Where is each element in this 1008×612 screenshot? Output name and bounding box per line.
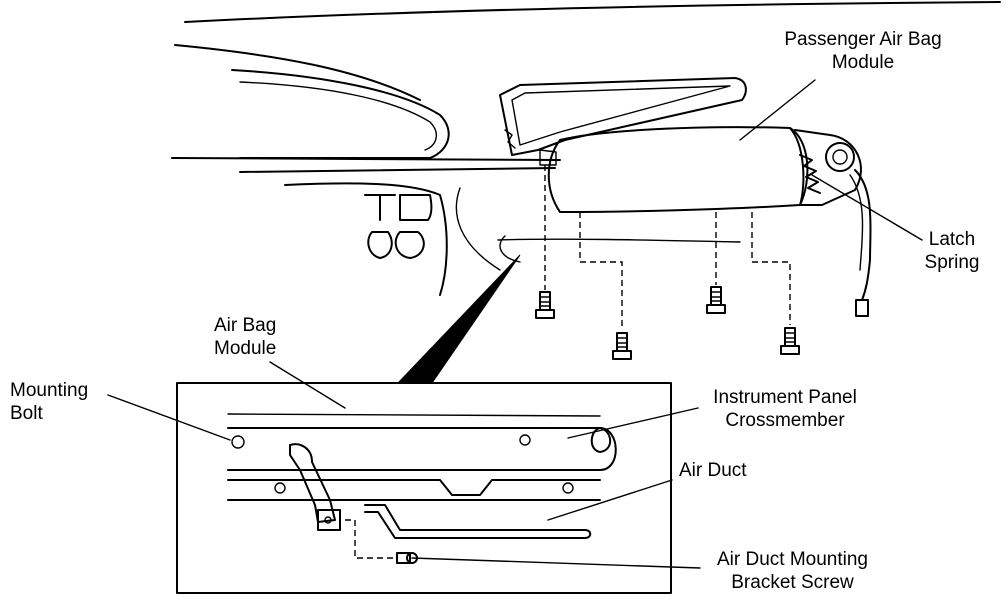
bolt-2 bbox=[612, 332, 632, 360]
fastener-line-2 bbox=[579, 212, 623, 330]
passenger-airbag-module-body bbox=[547, 126, 809, 213]
vent-outline-top bbox=[364, 194, 433, 221]
label-air-duct-mounting-bracket-screw-line1: Air Duct Mounting bbox=[716, 549, 868, 570]
label-air-duct-mounting-bracket-screw-line2: Bracket Screw bbox=[731, 572, 854, 593]
dash-defroster-inner bbox=[239, 81, 437, 151]
dash-contour-curve bbox=[455, 187, 501, 271]
dash-face-line bbox=[171, 157, 561, 161]
leader-screw bbox=[411, 557, 701, 569]
inset-rail-bolt-1 bbox=[274, 482, 286, 494]
wiring-harness-b bbox=[849, 174, 864, 271]
bolt-3 bbox=[706, 286, 726, 314]
airbag-door-inner bbox=[511, 85, 731, 146]
module-right-end bbox=[794, 129, 862, 206]
label-latch-spring-line1: Latch bbox=[928, 229, 976, 250]
inset-crossmember bbox=[227, 427, 617, 471]
wiring-harness bbox=[854, 169, 872, 301]
windshield-line bbox=[184, 1, 1001, 23]
label-passenger-air-bag-module-line1: Passenger Air Bag bbox=[784, 29, 942, 50]
vent-outline-bottom bbox=[367, 231, 425, 259]
leader-air-bag-module bbox=[269, 361, 346, 409]
dash-mid-line bbox=[284, 182, 448, 296]
inset-screw-dash bbox=[345, 519, 395, 559]
inflator-connector-inner bbox=[832, 149, 848, 165]
label-instrument-panel-crossmember: Instrument Panel Crossmember bbox=[700, 386, 870, 432]
detail-inset-frame bbox=[176, 382, 672, 594]
inset-bracket-foot bbox=[317, 509, 341, 531]
inset-bolt-left bbox=[231, 435, 245, 449]
inset-rail-bolt-2 bbox=[562, 482, 574, 494]
label-air-duct: Air Duct bbox=[679, 460, 747, 481]
bolt-1 bbox=[535, 291, 555, 319]
dash-lower-line bbox=[239, 167, 556, 173]
leader-air-duct bbox=[547, 479, 673, 521]
label-passenger-air-bag-module: Passenger Air Bag Module bbox=[768, 28, 958, 74]
fastener-line-4 bbox=[751, 212, 791, 325]
leader-passenger-module bbox=[739, 79, 816, 141]
label-mounting-bolt-line1: Mounting bbox=[10, 380, 89, 401]
bolt-4 bbox=[780, 327, 800, 355]
label-mounting-bolt-line2: Bolt bbox=[10, 403, 43, 424]
label-passenger-air-bag-module-line2: Module bbox=[831, 52, 895, 73]
harness-connector bbox=[855, 299, 869, 317]
label-air-bag-module: Air Bag Module bbox=[214, 314, 276, 360]
label-air-bag-module-line1: Air Bag bbox=[214, 315, 277, 336]
airbag-door bbox=[499, 77, 747, 156]
inset-crossmember-end bbox=[590, 427, 612, 453]
label-air-bag-module-line2: Module bbox=[214, 338, 277, 359]
inflator-connector bbox=[825, 142, 855, 172]
leader-latch-spring bbox=[811, 174, 923, 241]
inset-bracket-hole bbox=[324, 516, 332, 524]
dash-defroster-outline bbox=[231, 69, 450, 159]
label-instrument-panel-crossmember-line1: Instrument Panel bbox=[713, 387, 857, 408]
label-mounting-bolt: Mounting Bolt bbox=[10, 379, 88, 425]
label-instrument-panel-crossmember-line2: Crossmember bbox=[725, 410, 845, 431]
inset-bracket bbox=[289, 443, 336, 523]
module-bracket-left bbox=[539, 149, 557, 166]
inset-module-top bbox=[227, 413, 601, 417]
label-latch-spring-line2: Spring bbox=[924, 252, 980, 273]
leader-mounting-bolt bbox=[107, 394, 231, 441]
module-front-edge bbox=[789, 127, 805, 206]
inset-air-duct bbox=[364, 504, 592, 539]
label-air-duct-mounting-bracket-screw: Air Duct Mounting Bracket Screw bbox=[700, 548, 885, 594]
inset-rail bbox=[227, 479, 601, 496]
leader-crossmember bbox=[567, 407, 699, 439]
knee-bolster-curve bbox=[497, 238, 741, 243]
airbag-door-hinge bbox=[504, 129, 516, 149]
latch-spring bbox=[799, 154, 821, 194]
label-latch-spring: Latch Spring bbox=[912, 228, 992, 274]
detail-callout-wedge bbox=[396, 254, 521, 384]
inset-bolt-right bbox=[519, 434, 531, 446]
dash-top-line bbox=[174, 44, 421, 101]
